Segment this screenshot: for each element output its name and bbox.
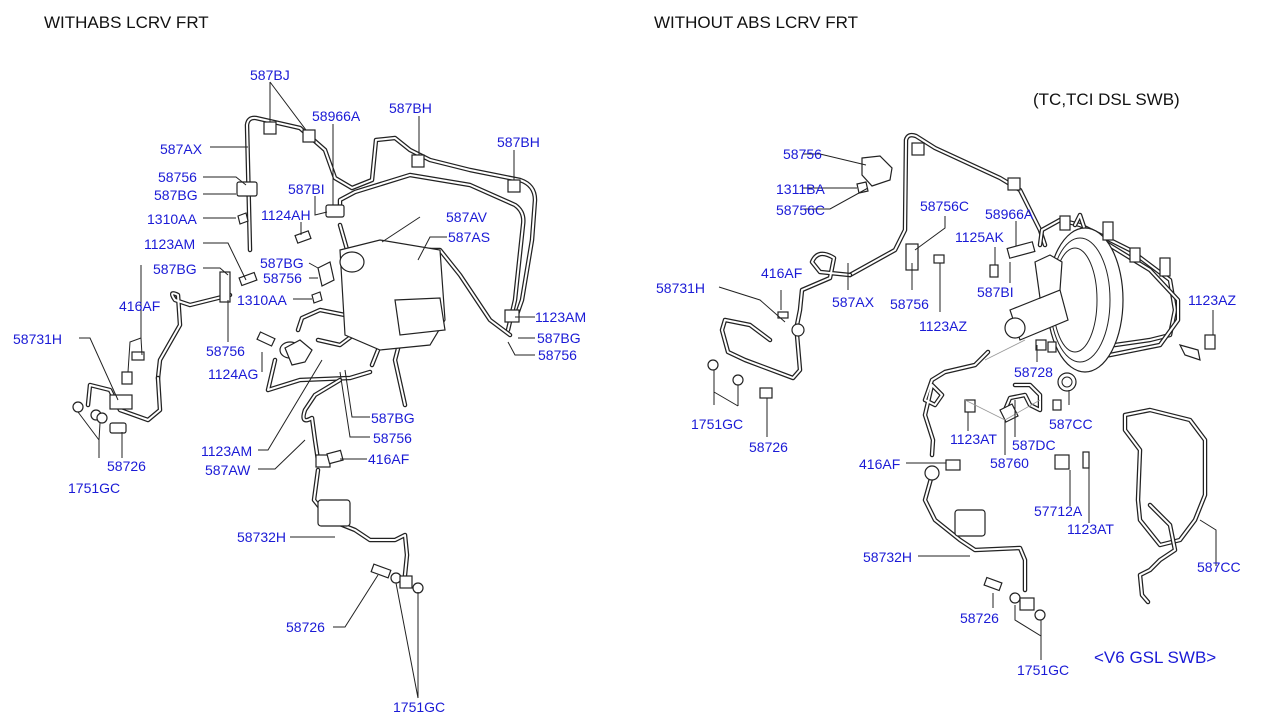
part-label[interactable]: 587AS <box>448 229 491 245</box>
right-brake-lines <box>719 132 1208 605</box>
part-label[interactable]: 587BH <box>389 100 432 116</box>
part-label[interactable]: 1123AZ <box>1188 292 1236 308</box>
part-label[interactable]: 58760 <box>990 455 1029 471</box>
part-label[interactable]: 416AF <box>119 298 161 314</box>
left-diagram-title: WITHABS LCRV FRT <box>44 13 209 32</box>
part-label[interactable]: 587CC <box>1197 559 1241 575</box>
part-label[interactable]: 58726 <box>107 458 146 474</box>
part-label[interactable]: 57712A <box>1034 503 1083 519</box>
part-label[interactable]: 58731H <box>656 280 706 296</box>
part-label[interactable]: 58966A <box>985 206 1034 222</box>
part-label[interactable]: 1123AT <box>1067 521 1114 537</box>
part-label[interactable]: 58732H <box>863 549 913 565</box>
right-diagram-title: WITHOUT ABS LCRV FRT <box>654 13 859 32</box>
part-label[interactable]: 1124AG <box>208 366 259 382</box>
part-label[interactable]: 587CC <box>1049 416 1093 432</box>
right-leader-lines <box>713 153 1217 660</box>
part-label[interactable]: 58966A <box>312 108 361 124</box>
part-label[interactable]: 58756C <box>776 202 826 218</box>
brake-booster-master-cylinder <box>1004 227 1124 392</box>
part-label[interactable]: 58726 <box>749 439 788 455</box>
part-label[interactable]: 1123AM <box>144 236 196 252</box>
part-label[interactable]: 58756 <box>373 430 412 446</box>
part-label[interactable]: 1751GC <box>393 699 446 715</box>
part-label[interactable]: 587BG <box>154 187 198 203</box>
part-label[interactable]: 58728 <box>1014 364 1053 380</box>
part-label[interactable]: 58732H <box>237 529 287 545</box>
part-label[interactable]: 58756C <box>920 198 970 214</box>
part-label[interactable]: 1751GC <box>1017 662 1070 678</box>
variant-note-v6: <V6 GSL SWB> <box>1094 648 1217 667</box>
part-label[interactable]: 587BI <box>288 181 325 197</box>
part-label[interactable]: 1310AA <box>237 292 287 308</box>
part-label[interactable]: 1123AM <box>535 309 587 325</box>
part-label[interactable]: 416AF <box>859 456 901 472</box>
part-label[interactable]: 58726 <box>286 619 325 635</box>
part-label[interactable]: 587BH <box>497 134 540 150</box>
part-label[interactable]: 1751GC <box>68 480 121 496</box>
part-label[interactable]: 58756 <box>783 146 822 162</box>
part-label[interactable]: 587AV <box>446 209 487 225</box>
part-label[interactable]: 587BG <box>371 410 415 426</box>
part-label[interactable]: 587BG <box>537 330 581 346</box>
part-label[interactable]: 587DC <box>1012 437 1056 453</box>
part-label[interactable]: 1125AK <box>955 229 1004 245</box>
part-label[interactable]: 416AF <box>368 451 410 467</box>
part-label[interactable]: 1311BA <box>776 181 825 197</box>
part-label[interactable]: 587BJ <box>250 67 290 83</box>
part-label[interactable]: 58756 <box>158 169 197 185</box>
abs-hydraulic-unit <box>279 239 446 359</box>
part-label[interactable]: 587AX <box>832 294 875 310</box>
part-label[interactable]: 58756 <box>890 296 929 312</box>
part-label[interactable]: 587BG <box>153 261 197 277</box>
part-label[interactable]: 1123AT <box>950 431 997 447</box>
right-fittings <box>707 142 1216 621</box>
part-label[interactable]: 587BG <box>260 255 304 271</box>
part-label[interactable]: 58731H <box>13 331 63 347</box>
variant-note-diesel: (TC,TCI DSL SWB) <box>1033 90 1180 109</box>
part-label[interactable]: 58726 <box>960 610 999 626</box>
part-label[interactable]: 58756 <box>206 343 245 359</box>
part-label[interactable]: 1123AZ <box>919 318 967 334</box>
part-label[interactable]: 416AF <box>761 265 803 281</box>
part-label[interactable]: 58756 <box>538 347 577 363</box>
part-label[interactable]: 1751GC <box>691 416 744 432</box>
part-label[interactable]: 587BI <box>977 284 1014 300</box>
part-label[interactable]: 1123AM <box>201 443 253 459</box>
part-label[interactable]: 587AW <box>205 462 251 478</box>
part-label[interactable]: 1310AA <box>147 211 197 227</box>
part-label[interactable]: 1124AH <box>261 207 311 223</box>
part-label[interactable]: 58756 <box>263 270 302 286</box>
part-label[interactable]: 587AX <box>160 141 203 157</box>
left-leader-lines <box>77 81 535 699</box>
